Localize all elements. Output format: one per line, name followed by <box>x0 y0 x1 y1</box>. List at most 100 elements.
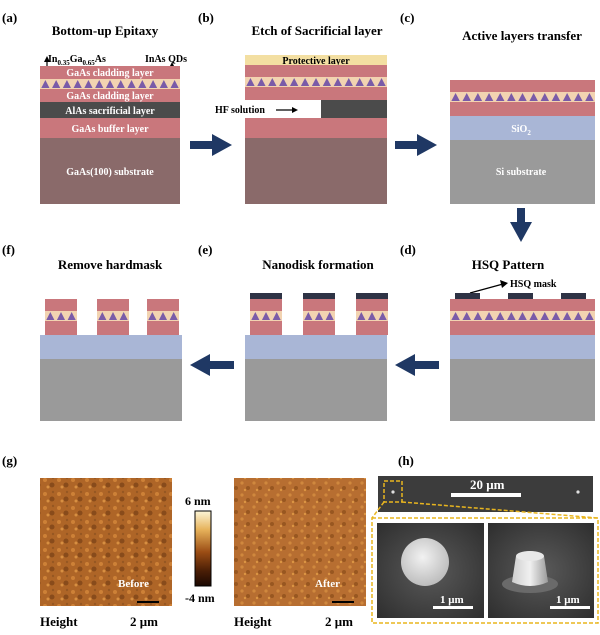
pillar-cladding-top <box>250 299 282 311</box>
colorbar-max: 6 nm <box>185 494 211 508</box>
arrow-c-to-d <box>510 208 532 242</box>
si-substrate-f <box>40 359 182 421</box>
quantum-dot <box>62 80 72 88</box>
panel-h-letter: (h) <box>398 453 414 468</box>
scale-bar-inset-2 <box>550 606 590 609</box>
arrow-a-to-b <box>190 134 232 156</box>
hsq-mask-1 <box>455 293 480 299</box>
quantum-dot <box>119 312 128 320</box>
nanodisk-dot-1 <box>391 490 395 494</box>
nanodisks-f <box>45 299 179 335</box>
hsq-mask-cap <box>356 293 388 299</box>
pillar-cladding-top <box>356 299 388 311</box>
panel-d: (d) HSQ Pattern HSQ mask <box>400 242 595 421</box>
scale-text-inset-1: 1 μm <box>440 594 464 606</box>
height-label-2: Height <box>234 614 272 629</box>
quantum-dot <box>84 80 93 88</box>
quantum-dot <box>462 312 471 320</box>
pillar-cladding-bottom <box>303 321 335 335</box>
after-label: After <box>315 578 340 590</box>
quantum-dot <box>148 80 158 88</box>
afm-before-tint <box>40 478 172 606</box>
etched-gap <box>245 100 321 118</box>
quantum-dot <box>246 78 255 86</box>
sio2-d <box>450 335 595 359</box>
scale-text-inset-2: 1 μm <box>556 594 580 606</box>
quantum-dot <box>378 312 387 320</box>
cladding-bottom-label: GaAs cladding layer <box>66 91 154 102</box>
cladding-bottom-b <box>245 87 387 100</box>
quantum-dot <box>46 312 55 320</box>
panel-b: (b) Etch of Sacrificial layer Protective… <box>198 10 387 204</box>
quantum-dot <box>108 312 118 320</box>
quantum-dot <box>311 78 321 86</box>
quantum-dot <box>67 312 76 320</box>
hf-arrowhead <box>292 107 298 113</box>
quantum-dot <box>52 80 61 88</box>
zoom-line-left <box>371 501 385 519</box>
arrow-e-to-f <box>190 354 234 376</box>
quantum-dot <box>495 312 505 320</box>
quantum-dot <box>322 78 332 86</box>
scale-bar-before <box>137 601 159 603</box>
quantum-dot <box>344 78 353 86</box>
quantum-dot <box>462 93 471 101</box>
pillar-cladding-bottom <box>250 321 282 335</box>
panel-a-title: Bottom-up Epitaxy <box>52 23 159 38</box>
afm-image-after <box>234 478 366 606</box>
quantum-dot <box>484 312 494 320</box>
quantum-dot <box>127 80 136 88</box>
quantum-dot <box>357 312 366 320</box>
quantum-dot <box>290 78 299 86</box>
quantum-dot <box>355 78 364 86</box>
quantum-dot <box>105 80 115 88</box>
quantum-dot <box>268 78 277 86</box>
scale-bar-inset-1 <box>433 606 473 609</box>
quantum-dot <box>170 80 179 88</box>
panel-g: (g) Before Height 2 μm 6 nm -4 nm After … <box>2 453 366 629</box>
scale-text-top: 20 μm <box>470 477 505 492</box>
si-label: Si substrate <box>496 167 547 178</box>
quantum-dot <box>325 312 334 320</box>
quantum-dot <box>562 93 572 101</box>
quantum-dot <box>251 312 260 320</box>
quantum-dots-c <box>451 93 594 101</box>
panel-d-title: HSQ Pattern <box>472 257 545 272</box>
hsq-pointer-head <box>500 280 508 288</box>
quantum-dot <box>495 93 505 101</box>
cladding-top-b <box>245 65 387 77</box>
ingaas-pointer-arrowhead <box>44 56 50 62</box>
quantum-dot <box>73 80 82 88</box>
panel-b-title: Etch of Sacrificial layer <box>251 23 382 38</box>
quantum-dot <box>148 312 157 320</box>
quantum-dot <box>585 93 594 101</box>
panel-f-letter: (f) <box>2 242 15 257</box>
quantum-dot <box>507 93 516 101</box>
nanodisk-top-view <box>401 538 449 586</box>
quantum-dot <box>367 312 377 320</box>
hf-solution-label: HF solution <box>215 105 265 116</box>
hsq-mask-label: HSQ mask <box>510 279 557 290</box>
quantum-dot <box>41 80 50 88</box>
alas-label: AlAs sacrificial layer <box>65 106 155 117</box>
quantum-dot <box>562 312 572 320</box>
hsq-mask-cap <box>303 293 335 299</box>
panel-h: (h) 20 μm 1 μm 1 μm <box>371 453 599 624</box>
quantum-dot <box>95 80 104 88</box>
nanodisk-dot-2 <box>576 490 580 494</box>
quantum-dot <box>261 312 271 320</box>
quantum-dot <box>540 312 550 320</box>
sio2-label: SiO2 <box>511 124 531 137</box>
pillar-cladding-top <box>303 299 335 311</box>
pillar-cladding-bottom <box>356 321 388 335</box>
quantum-dots-a <box>41 80 179 88</box>
arrow-b-to-c <box>395 134 437 156</box>
nanodisks-e <box>250 293 388 335</box>
hsq-mask-cap <box>250 293 282 299</box>
si-substrate <box>450 140 595 204</box>
cladding-top-label: GaAs cladding layer <box>66 68 154 79</box>
substrate-b <box>245 138 387 204</box>
quantum-dot <box>169 312 178 320</box>
quantum-dot <box>551 312 561 320</box>
